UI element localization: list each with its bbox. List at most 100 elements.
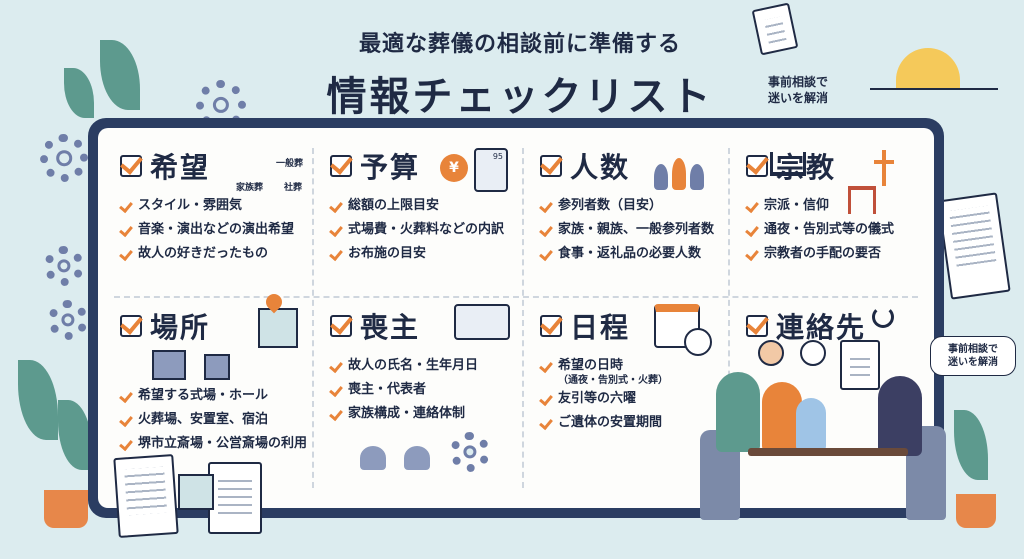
phone-icon bbox=[872, 306, 894, 328]
header: 最適な葬儀の相談前に準備する 情報チェックリスト bbox=[300, 26, 740, 122]
document-icon bbox=[113, 454, 179, 538]
list-item: 火葬場、安置室、宿泊 bbox=[120, 408, 320, 432]
leaf-icon bbox=[58, 400, 92, 470]
calendar-icon bbox=[654, 304, 700, 348]
checklist-document-icon bbox=[840, 340, 880, 390]
list-item: 通夜・告別式等の儀式 bbox=[746, 218, 946, 242]
item-list: 故人の氏名・生年月日 喪主・代表者 家族構成・連絡体制 bbox=[330, 354, 530, 426]
list-item: 希望の日時 （通夜・告別式・火葬） bbox=[540, 354, 740, 387]
list-item: 食事・返礼品の必要人数 bbox=[540, 242, 740, 266]
id-card-icon bbox=[454, 304, 510, 340]
list-item: 宗教者の手配の要否 bbox=[746, 242, 946, 266]
list-item: 家族・親族、一般参列者数 bbox=[540, 218, 740, 242]
section-title: 喪主 bbox=[360, 311, 421, 344]
page-title: 情報チェックリスト bbox=[326, 74, 714, 120]
section-attendees: 人数 参列者数（目安） 家族・親族、一般参列者数 食事・返礼品の必要人数 bbox=[540, 148, 740, 266]
list-item: ご遺体の安置期間 bbox=[540, 411, 740, 435]
family-child-figure bbox=[796, 398, 826, 452]
leaf-icon bbox=[18, 360, 58, 440]
cross-icon bbox=[874, 160, 894, 164]
gear-icon bbox=[40, 134, 88, 182]
person-icon bbox=[360, 446, 386, 470]
checkbox-icon bbox=[120, 315, 142, 337]
list-item: 参列者数（目安） bbox=[540, 194, 740, 218]
clock-icon bbox=[684, 328, 712, 356]
gear-icon bbox=[44, 246, 84, 286]
people-icon bbox=[654, 164, 668, 190]
divider bbox=[114, 296, 918, 298]
building-icon bbox=[152, 350, 186, 380]
list-item: 音楽・演出などの演出希望 bbox=[120, 218, 320, 242]
section-contacts: 連絡先 bbox=[746, 308, 946, 344]
tag-family-funeral: 家族葬 bbox=[236, 183, 264, 193]
leaf-icon bbox=[954, 410, 988, 480]
map-icon bbox=[178, 474, 214, 510]
checkbox-icon bbox=[746, 155, 768, 177]
temple-icon bbox=[770, 152, 806, 176]
person-icon bbox=[404, 446, 430, 470]
divider bbox=[728, 148, 730, 488]
avatar bbox=[758, 340, 784, 366]
checkbox-icon bbox=[746, 315, 768, 337]
list-item: お布施の目安 bbox=[330, 242, 530, 266]
funeral-director-figure bbox=[878, 376, 922, 456]
leaf-icon bbox=[100, 40, 140, 110]
item-list: 希望の日時 （通夜・告別式・火葬） 友引等の六曜 ご遺体の安置期間 bbox=[540, 354, 740, 435]
divider bbox=[312, 148, 314, 488]
tag-general-funeral: 一般葬 bbox=[276, 159, 304, 169]
horizon-line bbox=[870, 88, 998, 90]
checkbox-icon bbox=[540, 155, 562, 177]
checkbox-icon bbox=[330, 155, 352, 177]
list-item: 家族構成・連絡体制 bbox=[330, 402, 530, 426]
checklist-document-icon bbox=[208, 462, 262, 534]
calculator-icon: 95 bbox=[474, 148, 508, 192]
consultation-table bbox=[748, 448, 908, 456]
phone-icon bbox=[800, 340, 826, 366]
torii-icon bbox=[848, 186, 876, 214]
family-man-figure bbox=[716, 372, 760, 452]
map-icon bbox=[258, 308, 298, 348]
people-icon bbox=[672, 158, 686, 190]
list-item-note: （通夜・告別式・火葬） bbox=[558, 375, 668, 386]
list-item: 宗派・信仰 bbox=[746, 194, 946, 218]
checkbox-icon bbox=[540, 315, 562, 337]
section-wish: 希望 スタイル・雰囲気 音楽・演出などの演出希望 故人の好きだったもの bbox=[120, 148, 320, 266]
list-item: 故人の氏名・生年月日 bbox=[330, 354, 530, 378]
list-item: 友引等の六曜 bbox=[540, 387, 740, 411]
list-item: 総額の上限目安 bbox=[330, 194, 530, 218]
section-title: 日程 bbox=[570, 311, 631, 344]
item-list: スタイル・雰囲気 音楽・演出などの演出希望 故人の好きだったもの bbox=[120, 194, 320, 266]
section-religion: 宗教 宗派・信仰 通夜・告別式等の儀式 宗教者の手配の要否 bbox=[746, 148, 946, 266]
page-subtitle: 最適な葬儀の相談前に準備する bbox=[358, 32, 681, 57]
speech-bubble: 事前相談で 迷いを解消 bbox=[930, 336, 1016, 376]
building-icon bbox=[204, 354, 230, 380]
gear-icon bbox=[48, 300, 88, 340]
sun-icon bbox=[896, 48, 960, 88]
document-icon bbox=[751, 2, 799, 56]
divider bbox=[522, 148, 524, 488]
section-title: 希望 bbox=[150, 151, 211, 184]
list-item: スタイル・雰囲気 bbox=[120, 194, 320, 218]
gear-icon bbox=[450, 432, 490, 472]
top-note: 事前相談で 迷いを解消 bbox=[768, 75, 829, 105]
leaf-icon bbox=[64, 68, 94, 118]
section-title: 連絡先 bbox=[776, 311, 867, 344]
cross-icon bbox=[882, 150, 886, 186]
checkbox-icon bbox=[330, 315, 352, 337]
checkbox-icon bbox=[120, 155, 142, 177]
item-list: 参列者数（目安） 家族・親族、一般参列者数 食事・返礼品の必要人数 bbox=[540, 194, 740, 266]
list-item: 式場費・火葬料などの内訳 bbox=[330, 218, 530, 242]
section-place: 場所 希望する式場・ホール 火葬場、安置室、宿泊 堺市立斎場・公営斎場の利用 bbox=[120, 308, 320, 456]
section-title: 人数 bbox=[570, 151, 631, 184]
plant-pot-icon bbox=[956, 494, 996, 528]
item-list: 総額の上限目安 式場費・火葬料などの内訳 お布施の目安 bbox=[330, 194, 530, 266]
section-chief-mourner: 喪主 故人の氏名・生年月日 喪主・代表者 家族構成・連絡体制 bbox=[330, 308, 530, 426]
family-woman-figure bbox=[762, 382, 802, 452]
item-list: 希望する式場・ホール 火葬場、安置室、宿泊 堺市立斎場・公営斎場の利用 bbox=[120, 384, 320, 456]
checklist-board: 希望 スタイル・雰囲気 音楽・演出などの演出希望 故人の好きだったもの 家族葬 … bbox=[88, 118, 944, 518]
section-title: 予算 bbox=[360, 151, 421, 184]
list-item: 喪主・代表者 bbox=[330, 378, 530, 402]
yen-coin-icon: ¥ bbox=[440, 154, 468, 182]
plant-pot-icon bbox=[44, 490, 88, 528]
